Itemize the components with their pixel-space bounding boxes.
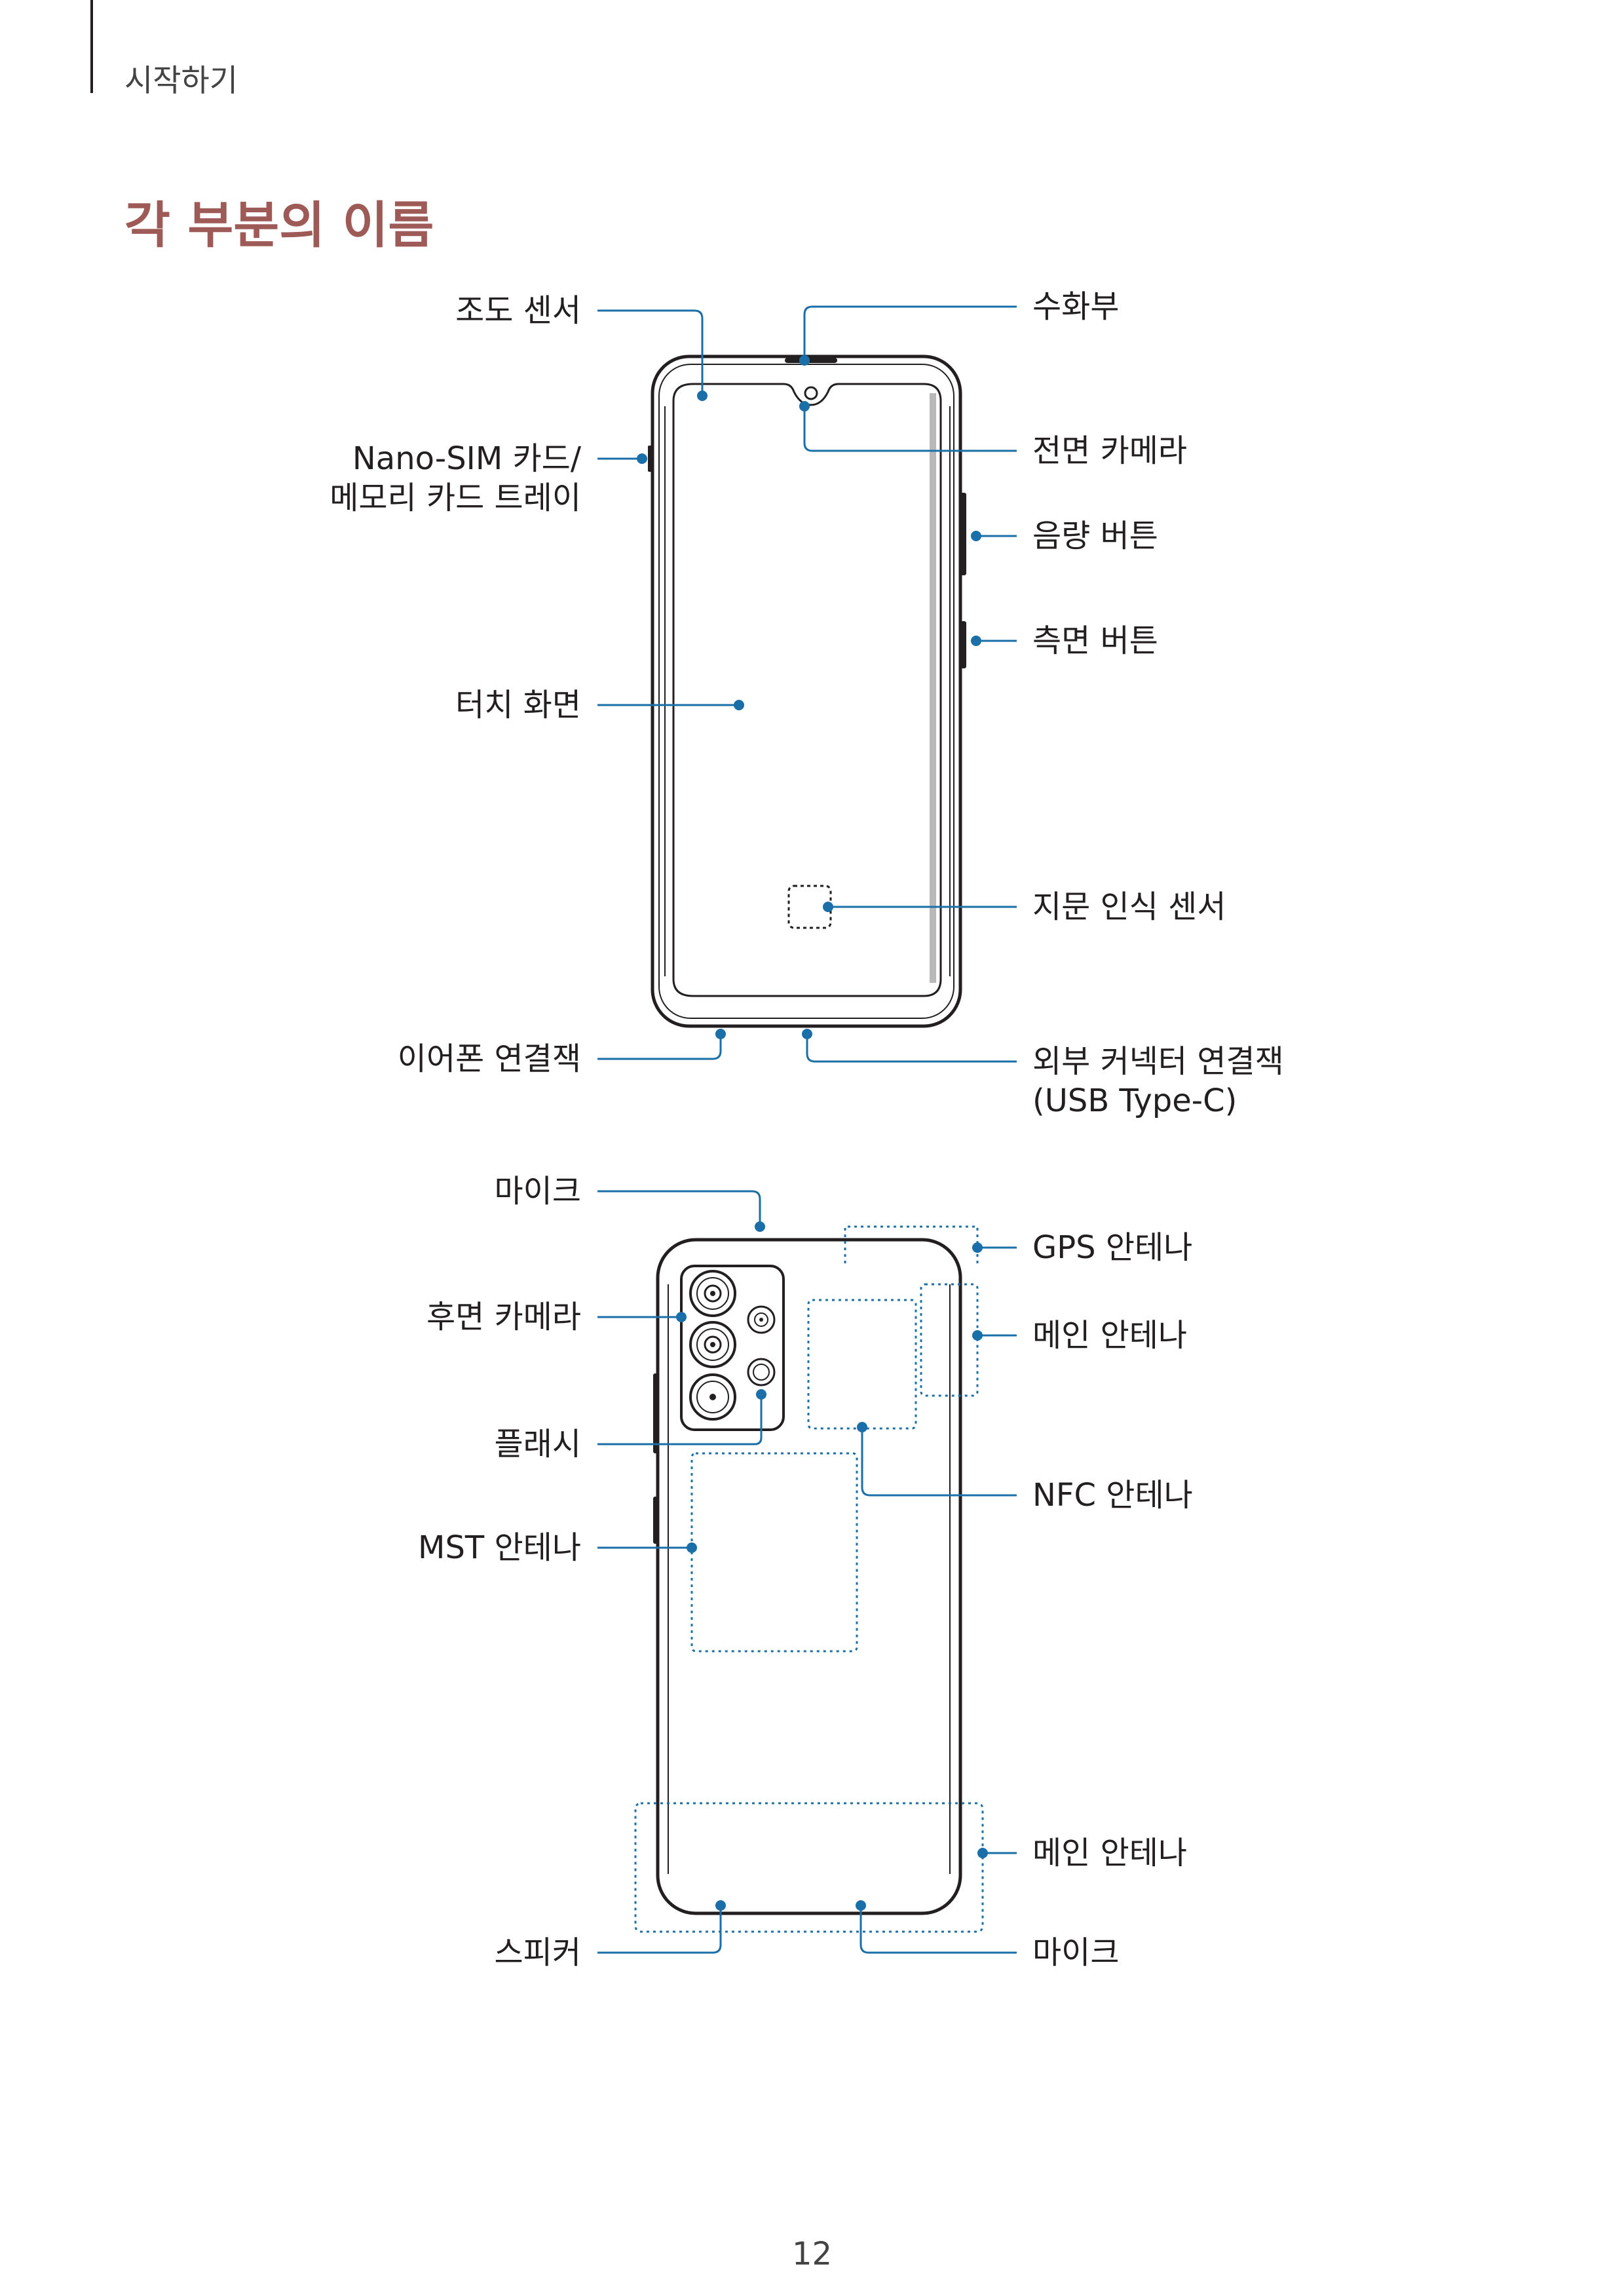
page-number: 12 [791, 2236, 833, 2272]
label-mic-bottom: 마이크 [1032, 1934, 1120, 1971]
nfc-antenna-area [807, 1299, 917, 1430]
front-screen-outline [672, 383, 942, 997]
callout-dot-mic-top [755, 1221, 765, 1232]
header-rule [90, 0, 93, 93]
label-mst-antenna: MST 안테나 [418, 1529, 581, 1566]
label-side-button: 측면 버튼 [1032, 622, 1158, 659]
rear-camera-lens-1 [689, 1270, 736, 1317]
label-receiver: 수화부 [1032, 288, 1120, 325]
callout-dot-light-sensor [697, 391, 708, 401]
callout-dot-rear-camera [676, 1312, 687, 1322]
label-main-antenna-top: 메인 안테나 [1032, 1317, 1188, 1354]
callout-line-speaker [597, 1905, 722, 1954]
label-nfc-antenna: NFC 안테나 [1032, 1477, 1193, 1514]
callout-dot-main-antenna-bottom [977, 1848, 988, 1858]
flash-shape [747, 1358, 776, 1387]
front-phone-illustration [648, 354, 966, 1028]
callout-dot-main-antenna-top [972, 1330, 983, 1341]
label-front-camera: 전면 카메라 [1032, 432, 1188, 469]
camera-module [680, 1265, 785, 1431]
label-sim-tray-line1: Nano-SIM 카드/ [352, 440, 581, 477]
callout-dot-usb [802, 1029, 812, 1039]
volume-button-shape [960, 493, 966, 575]
front-phone-inner-frame [658, 364, 954, 1019]
sim-tray-shape [648, 446, 652, 472]
page-title: 각 부분의 이름 [124, 196, 434, 254]
receiver-slot [785, 358, 837, 363]
callout-line-mic-top [597, 1190, 761, 1227]
callout-line-receiver [803, 305, 1017, 359]
label-earphone-jack: 이어폰 연결잭 [397, 1041, 581, 1077]
label-fingerprint-sensor: 지문 인식 센서 [1032, 889, 1226, 925]
back-phone-body [656, 1238, 962, 1915]
callout-line-front-camera [803, 406, 1017, 452]
label-main-antenna-bottom: 메인 안테나 [1032, 1835, 1188, 1871]
callout-line-earphone [597, 1034, 722, 1060]
side-button-shape [960, 621, 966, 668]
rear-camera-lens-3 [689, 1373, 736, 1421]
label-touch-screen: 터치 화면 [455, 687, 581, 723]
label-sim-tray-line2: 메모리 카드 트레이 [330, 480, 581, 516]
label-usb-line2: (USB Type-C) [1032, 1082, 1237, 1119]
label-gps-antenna: GPS 안테나 [1032, 1229, 1193, 1266]
callout-line-light-sensor [597, 309, 704, 396]
callout-dot-speaker [715, 1900, 726, 1911]
label-usb-line1: 외부 커넥터 연결잭 [1032, 1043, 1284, 1080]
callout-dot-gps [972, 1242, 983, 1253]
back-side-button-2 [653, 1497, 658, 1544]
front-camera-lens [804, 386, 818, 400]
label-light-sensor: 조도 센서 [455, 292, 581, 329]
callout-line-flash [597, 1394, 763, 1445]
section-header: 시작하기 [124, 63, 238, 99]
callout-dot-flash [756, 1389, 766, 1400]
back-side-button-1 [653, 1373, 658, 1453]
callout-line-nfc [861, 1427, 1017, 1497]
label-volume-button: 음량 버튼 [1032, 518, 1158, 554]
label-flash: 플래시 [494, 1426, 581, 1463]
callout-dot-touch-screen [734, 700, 744, 710]
rear-camera-lens-2 [689, 1321, 736, 1368]
callout-dot-volume [971, 531, 981, 541]
label-rear-camera: 후면 카메라 [426, 1299, 581, 1335]
label-mic-top: 마이크 [494, 1173, 581, 1210]
callout-dot-sim [637, 453, 647, 464]
gps-antenna-area [844, 1225, 979, 1263]
callout-dot-receiver [799, 355, 810, 366]
callout-dot-mst [687, 1542, 697, 1553]
callout-line-usb [806, 1034, 1017, 1063]
callout-dot-nfc [857, 1422, 867, 1432]
callout-dot-earphone [715, 1029, 726, 1039]
front-phone-body [651, 354, 962, 1028]
rear-camera-lens-small [747, 1305, 776, 1334]
label-speaker: 스피커 [494, 1934, 581, 1971]
callout-dot-mic-bottom [856, 1900, 866, 1911]
callout-line-mic-bottom [859, 1905, 1017, 1954]
callout-dot-fingerprint [823, 902, 833, 912]
mst-antenna-area [690, 1452, 858, 1653]
callout-dot-front-camera [799, 401, 810, 411]
back-phone-illustration [653, 1238, 962, 1915]
callout-dot-side [971, 636, 981, 646]
